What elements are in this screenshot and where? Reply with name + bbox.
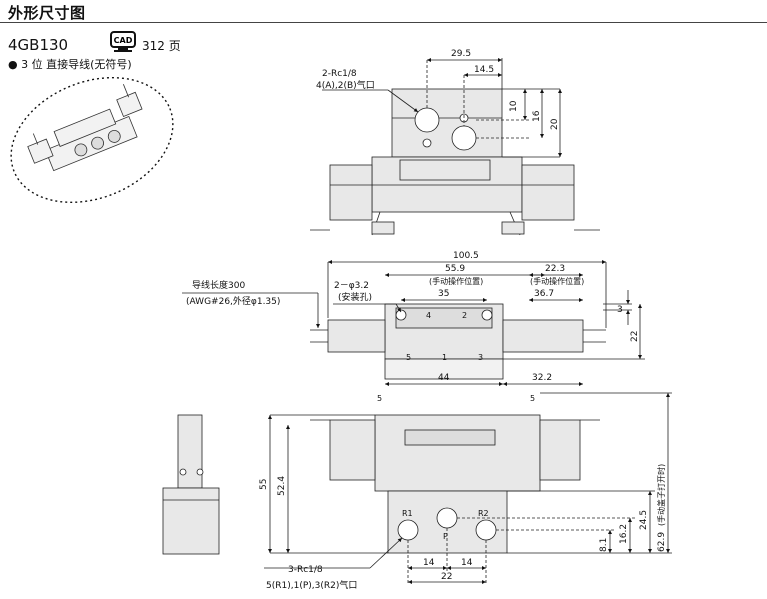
mid-dim-44: 44 <box>438 373 450 383</box>
mid-port-mark-3: 3 <box>478 353 483 362</box>
mid-dim-total: 100.5 <box>453 251 479 261</box>
model-number: 4GB130 <box>8 36 69 54</box>
mid-manual-note-1: (手动操作位置) <box>429 276 483 286</box>
mid-top-mark-4: 4 <box>426 311 431 320</box>
bot-cover-note: (手动盖子打开时) <box>656 464 666 526</box>
bot-dim-24-5: 24.5 <box>639 510 649 530</box>
mount-hole-label: 2－φ3.2 <box>334 281 369 291</box>
variant-note: ● 3 位 直接导线(无符号) <box>8 58 132 71</box>
bot-port-label-1: 3-Rc1/8 <box>288 565 323 575</box>
bot-dim-22: 22 <box>441 572 452 582</box>
bot-port-r1: R1 <box>402 509 413 518</box>
bot-dim-62-9: 62.9 <box>657 532 667 552</box>
bot-dim-14a: 14 <box>423 558 435 568</box>
wire-spec-label: (AWG#26,外径φ1.35) <box>186 295 280 307</box>
top-dim-h2: 16 <box>532 110 542 122</box>
mid-dim-manual-2: 22.3 <box>545 264 565 274</box>
bot-port-label-2: 5(R1),1(P),3(R2)气口 <box>266 579 357 591</box>
page-title: 外形尺寸图 <box>8 4 86 22</box>
product-illustration <box>10 76 174 204</box>
cad-page-ref: 312 页 <box>142 39 181 53</box>
bot-port-p: P <box>443 532 448 541</box>
top-dim-width: 29.5 <box>451 49 471 59</box>
bot-dim-5-right: 5 <box>530 394 535 403</box>
mid-manual-note-2: (手动操作位置) <box>530 276 584 286</box>
bot-dim-14b: 14 <box>461 558 473 568</box>
mid-top-mark-2: 2 <box>462 311 467 320</box>
bot-dim-55: 55 <box>259 479 269 490</box>
top-port-label-2: 4(A),2(B)气口 <box>316 79 375 91</box>
top-view <box>310 58 600 236</box>
cad-icon[interactable]: CAD <box>110 31 136 52</box>
side-view <box>162 414 220 555</box>
top-dim-h3: 20 <box>550 118 560 130</box>
mid-port-mark-1: 1 <box>442 353 447 362</box>
front-view <box>264 392 672 585</box>
title-divider <box>0 22 767 23</box>
mid-dim-36-7: 36.7 <box>534 289 554 299</box>
top-dim-offset: 14.5 <box>474 65 494 75</box>
mount-hole-note: (安装孔) <box>338 291 372 303</box>
bot-dim-16-2: 16.2 <box>619 524 629 544</box>
mid-port-mark-5: 5 <box>406 353 411 362</box>
bot-dim-8-1: 8.1 <box>599 538 609 552</box>
wire-length-label: 导线长度300 <box>192 279 245 291</box>
mid-dim-32-2: 32.2 <box>532 373 552 383</box>
cad-icon-text: CAD <box>114 36 133 45</box>
bot-port-r2: R2 <box>478 509 489 518</box>
mid-dim-hole-pitch: 35 <box>438 289 449 299</box>
middle-view <box>182 260 645 386</box>
bot-dim-5-left: 5 <box>377 394 382 403</box>
top-dim-h1: 10 <box>509 100 519 112</box>
mid-dim-22: 22 <box>630 331 640 342</box>
mid-dim-3: 3 <box>617 305 623 315</box>
mid-dim-manual-1: 55.9 <box>445 264 465 274</box>
bot-dim-52-4: 52.4 <box>277 476 287 496</box>
top-port-label-1: 2-Rc1/8 <box>322 69 357 79</box>
